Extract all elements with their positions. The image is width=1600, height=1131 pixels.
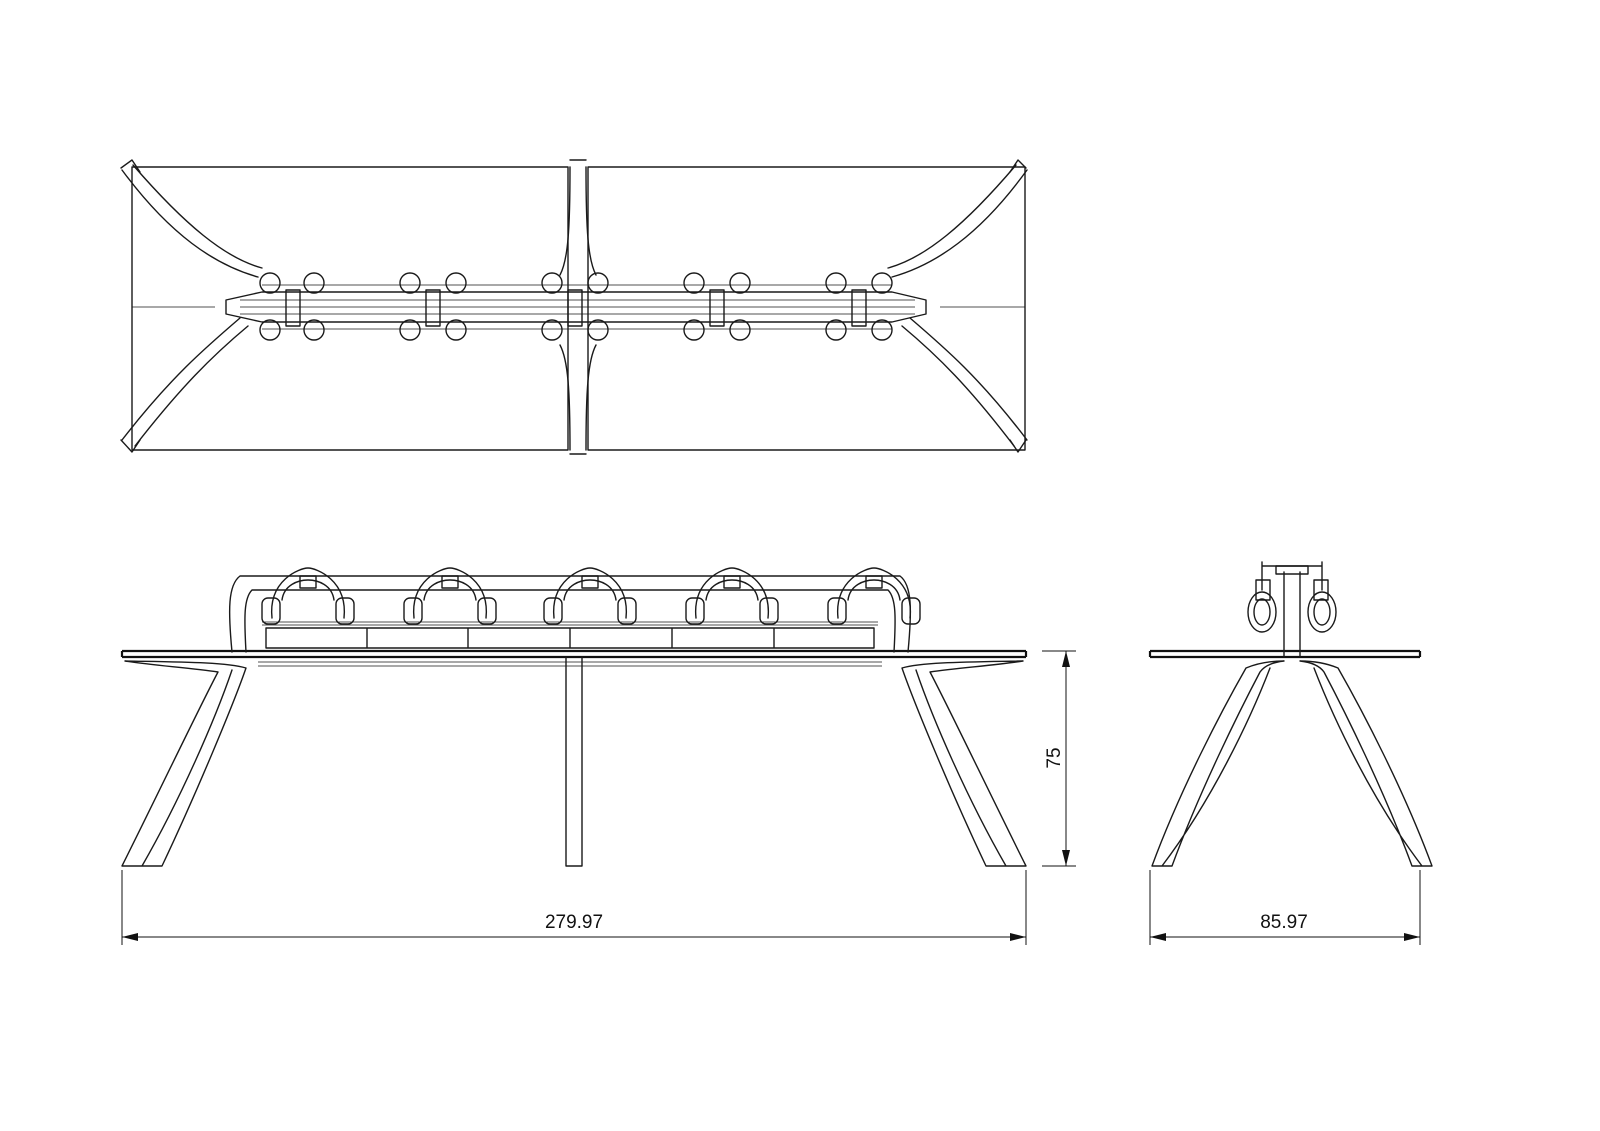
dimension-depth-label: 85.97 (1260, 912, 1308, 933)
front-view-headsets (261, 567, 921, 625)
front-view-right-leg (901, 660, 1027, 867)
front-view (120, 567, 1028, 867)
front-view-left-leg (121, 660, 247, 867)
front-view-frame-inner (244, 589, 896, 653)
dimension-depth: 85.97 (1149, 870, 1421, 945)
dimension-height-label: 75 (1044, 747, 1065, 768)
top-view-headsets (259, 272, 893, 341)
side-view-tabletop (1148, 649, 1422, 659)
top-view-corner-caps (120, 159, 1027, 455)
dimension-length-label: 279.97 (545, 912, 603, 933)
top-view-spine (225, 291, 927, 323)
top-view-spine-inner (240, 284, 915, 330)
dimension-length: 279.97 (121, 870, 1027, 945)
dimension-height: 75 (1042, 650, 1076, 867)
front-view-center-leg (565, 656, 583, 867)
front-view-rail (258, 621, 882, 667)
top-view-left-leg (121, 164, 263, 447)
front-view-panel-row (265, 627, 875, 649)
side-view-headsets (1247, 561, 1337, 633)
side-view-post (1275, 565, 1309, 658)
side-view-left-leg (1151, 660, 1285, 867)
top-view-tabletop-outline (131, 166, 1026, 451)
side-view (1148, 561, 1433, 867)
side-view-right-leg (1299, 660, 1433, 867)
top-view-center-leg (559, 166, 597, 451)
top-view (120, 159, 1028, 455)
front-view-tabletop (120, 649, 1028, 659)
top-view-right-leg (887, 164, 1028, 447)
